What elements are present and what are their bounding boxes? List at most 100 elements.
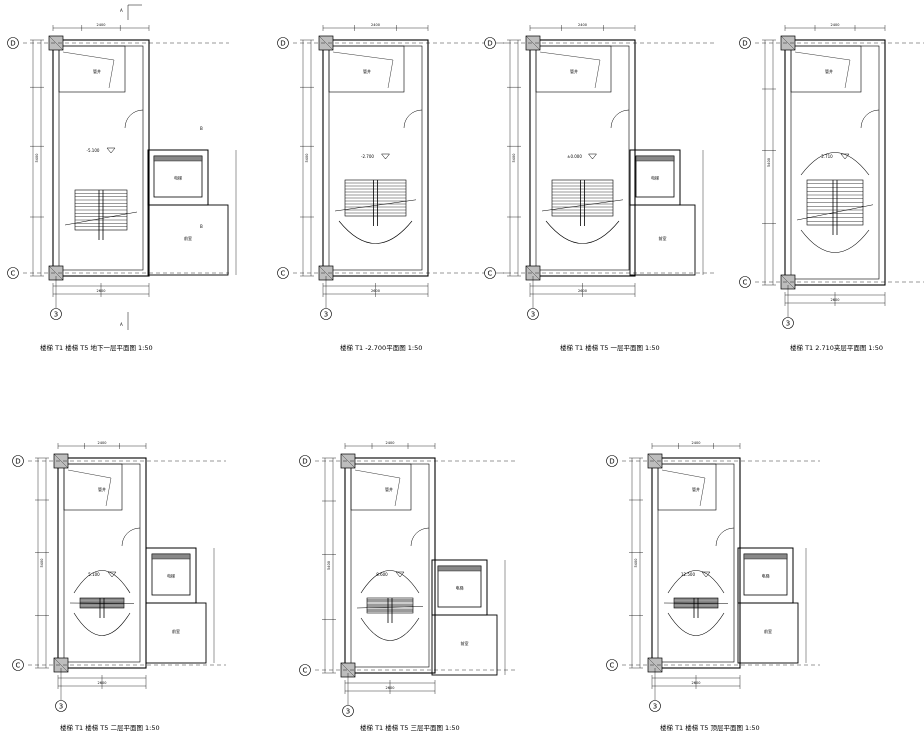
landing-curve-bottom	[360, 617, 420, 641]
column-hatch	[525, 265, 541, 281]
front-room	[147, 204, 229, 276]
door-swing	[410, 527, 430, 547]
shaft-room	[328, 45, 405, 93]
lift-label: 电梯	[167, 573, 175, 579]
grid-label-3: 3	[786, 320, 790, 328]
grid-label-c: C	[610, 662, 615, 670]
shaft-sketch	[105, 477, 112, 507]
elevation-triangle	[587, 153, 598, 160]
plan-caption: 楼梯 T1 楼梯 T5 一层平面图 1:50	[560, 343, 660, 352]
grid-label-3-bubble	[342, 705, 354, 717]
shaft-room	[58, 45, 126, 93]
dim-text-top: 2400	[692, 441, 701, 445]
column-hatch	[647, 453, 663, 469]
section-mark-a-bottom: A	[120, 322, 123, 327]
elevation-label: -5.100	[87, 148, 100, 153]
outer-wall	[784, 39, 886, 286]
column-hatch	[53, 453, 69, 469]
shaft-sketch	[539, 51, 601, 61]
lift-door-band	[153, 155, 203, 162]
grid-label-d-bubble	[7, 37, 19, 49]
column-hatch	[318, 35, 334, 51]
grid-label-c: C	[743, 279, 748, 287]
column-hatch	[525, 35, 541, 51]
outer-wall	[529, 39, 636, 277]
shaft-room	[350, 463, 412, 511]
inner-wall	[535, 45, 630, 271]
door-swing	[403, 109, 423, 129]
column-hatch	[53, 657, 69, 673]
outer-wall	[651, 457, 741, 669]
shaft-label: 管井	[570, 68, 578, 74]
landing-curve-bottom	[545, 220, 620, 244]
inner-wall	[58, 45, 144, 271]
landing-curve-bottom	[667, 612, 725, 636]
cut-line	[796, 204, 874, 221]
landing-curve-bottom	[800, 229, 870, 253]
landing-curve-bottom	[338, 220, 413, 244]
grid-label-3: 3	[346, 708, 350, 716]
elevation-triangle	[380, 153, 391, 160]
shaft-sketch	[661, 469, 706, 479]
elevation-label: 5.100	[88, 572, 100, 577]
grid-label-c: C	[281, 270, 286, 278]
section-mark-b-top: B	[200, 126, 203, 131]
grid-label-c-bubble	[7, 267, 19, 279]
column-hatch	[340, 453, 356, 469]
elevation-triangle	[106, 147, 116, 154]
dim-text-left: 5400	[767, 158, 771, 167]
shaft-sketch	[62, 51, 115, 61]
grid-label-3: 3	[653, 703, 657, 711]
dim-text-top: 2400	[98, 441, 107, 445]
dim-text-bottom: 2600	[371, 289, 380, 293]
inner-wall	[657, 463, 735, 663]
shaft-sketch	[67, 469, 112, 479]
shaft-sketch	[844, 59, 851, 89]
grid-label-c: C	[11, 270, 16, 278]
front-room-label: 前室	[461, 640, 469, 646]
door-swing	[860, 109, 880, 129]
inner-wall	[328, 45, 423, 271]
shaft-sketch	[387, 59, 394, 89]
grid-label-d: D	[15, 458, 20, 466]
dim-text-left: 5400	[327, 561, 331, 570]
dim-text-top: 2400	[371, 23, 380, 27]
shaft-room	[535, 45, 612, 93]
outer-wall	[52, 39, 150, 277]
landing-curve-top	[73, 570, 131, 594]
shaft-label: 管井	[98, 486, 106, 492]
grid-label-3: 3	[59, 703, 63, 711]
shaft-sketch	[699, 477, 706, 507]
dim-text-bottom: 2600	[98, 681, 107, 685]
grid-label-d-bubble	[484, 37, 496, 49]
dim-text-bottom: 2600	[578, 289, 587, 293]
grid-label-c-bubble	[277, 267, 289, 279]
plan-caption: 楼梯 T1 楼梯 T5 地下一层平面图 1:50	[40, 343, 153, 352]
cut-line	[64, 211, 138, 226]
grid-label-3-bubble	[649, 700, 661, 712]
column-hatch	[647, 657, 663, 673]
dim-text-bottom: 2600	[692, 681, 701, 685]
plan-caption: 楼梯 T1 楼梯 T5 三层平面图 1:50	[360, 723, 460, 732]
grid-label-d-bubble	[739, 37, 751, 49]
column-hatch	[48, 35, 64, 51]
front-room	[145, 602, 207, 664]
elevation-label: ±0.000	[567, 154, 582, 159]
cut-line	[69, 602, 135, 604]
elevation-label: 8.600	[376, 572, 388, 577]
plan-caption: 楼梯 T1 楼梯 T5 顶层平面图 1:50	[660, 723, 760, 732]
lift-label: 电梯	[174, 175, 182, 181]
grid-label-d: D	[10, 40, 15, 48]
dim-text-left: 5400	[512, 154, 516, 163]
grid-label-d: D	[302, 458, 307, 466]
grid-label-d-bubble	[606, 455, 618, 467]
shaft-label: 管井	[363, 68, 371, 74]
section-mark-b-bottom: B	[200, 224, 203, 229]
lift-door-band	[437, 565, 482, 572]
dim-text-left: 5400	[634, 559, 638, 568]
